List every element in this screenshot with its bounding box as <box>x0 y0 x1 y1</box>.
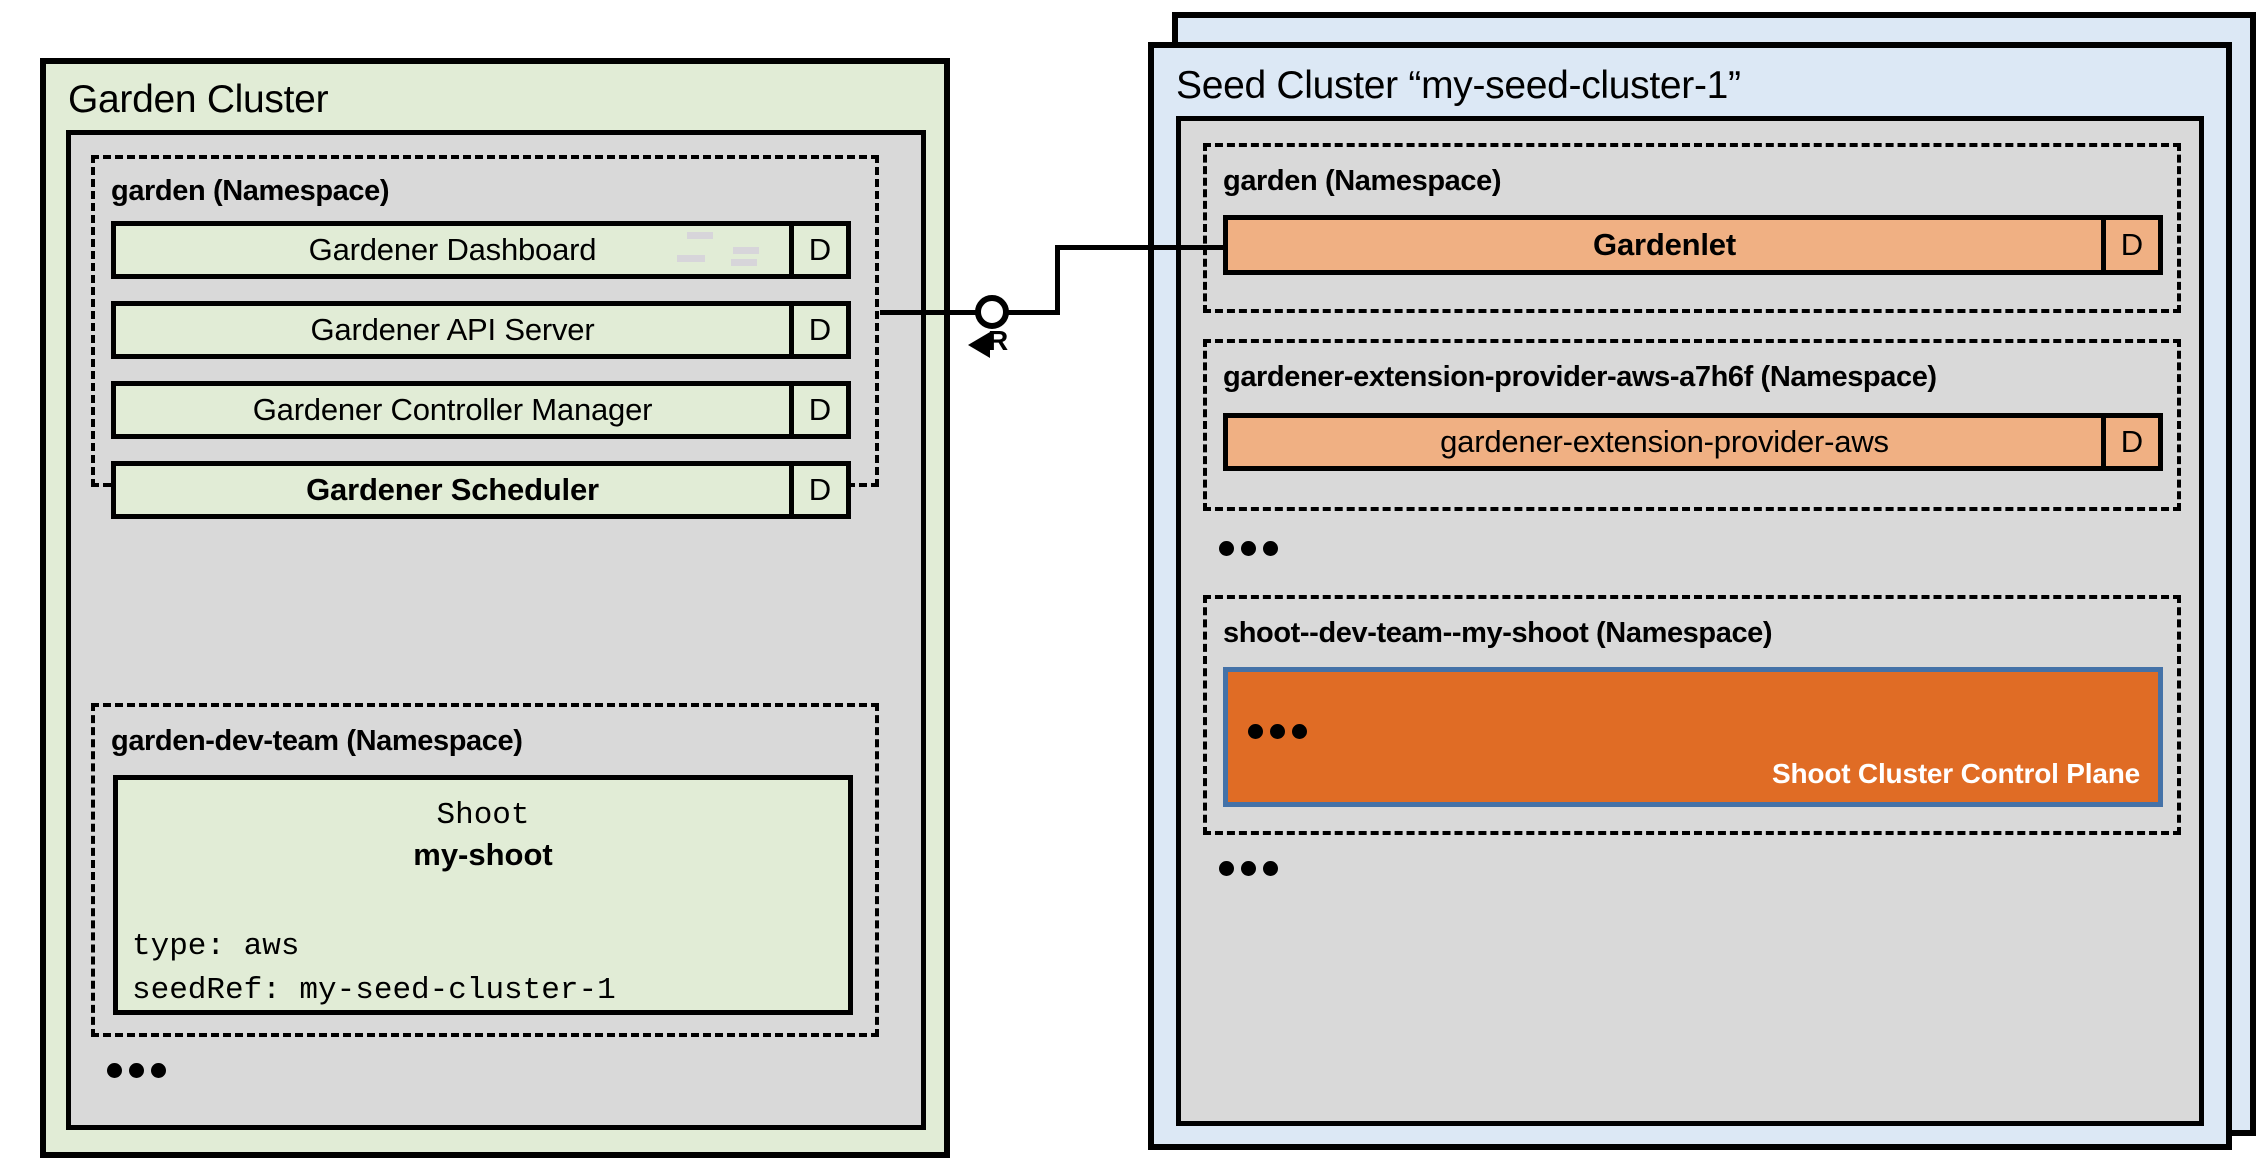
garden-namespace-garden[interactable]: garden (Namespace) Gardener Dashboard D … <box>91 155 879 519</box>
connector-socket-icon <box>975 295 1009 329</box>
shoot-kind: Shoot <box>436 798 530 833</box>
connector-label: R <box>988 325 1009 356</box>
component-gardener-extension-provider-aws-deployment-badge: D <box>2101 418 2158 466</box>
seed-more-namespaces-indicator-middle <box>1219 541 1278 556</box>
component-gardenlet-deployment-badge: D <box>2101 220 2158 270</box>
dashboard-ghost-mark-3 <box>733 247 759 254</box>
garden-cluster-title: Garden Cluster <box>68 78 329 121</box>
seed-namespace-extension-provider-aws[interactable]: gardener-extension-provider-aws-a7h6f (N… <box>1203 339 2181 511</box>
connector-segment-horizontal-left <box>880 310 1060 315</box>
component-gardener-controller-manager-label: Gardener Controller Manager <box>252 392 653 427</box>
dashboard-ghost-mark-4 <box>731 259 757 266</box>
garden-cluster[interactable]: Garden Cluster garden (Namespace) Garden… <box>40 58 950 1158</box>
shoot-spec-type: type: aws <box>132 929 300 964</box>
shoot-spec-seedref: seedRef: my-seed-cluster-1 <box>132 972 616 1008</box>
garden-namespace-dev-team[interactable]: garden-dev-team (Namespace) Shoot my-sho… <box>91 703 879 1037</box>
component-gardener-dashboard-deployment-badge: D <box>789 226 846 274</box>
component-gardener-api-server-label: Gardener API Server <box>310 312 595 347</box>
seed-cluster-gray-area: garden (Namespace) Gardenlet D gardener-… <box>1176 116 2204 1126</box>
garden-cluster-gray-area: garden (Namespace) Gardener Dashboard D … <box>66 130 926 1130</box>
component-gardener-extension-provider-aws[interactable]: gardener-extension-provider-aws D <box>1223 413 2163 471</box>
component-gardenlet-label: Gardenlet <box>1593 227 1736 262</box>
garden-namespace-garden-title: garden (Namespace) <box>111 175 390 207</box>
seed-namespace-shoot-control-plane-title: shoot--dev-team--my-shoot (Namespace) <box>1223 617 1773 649</box>
control-plane-more-indicator <box>1248 724 1307 739</box>
component-gardener-controller-manager-deployment-badge: D <box>789 386 846 434</box>
seed-cluster[interactable]: Seed Cluster “my-seed-cluster-1” garden … <box>1148 42 2232 1150</box>
dashboard-ghost-mark-2 <box>677 255 705 262</box>
shoot-cluster-control-plane-label: Shoot Cluster Control Plane <box>1772 758 2140 789</box>
seed-more-namespaces-indicator-bottom <box>1219 861 1278 876</box>
component-gardener-controller-manager[interactable]: Gardener Controller Manager D <box>111 381 851 439</box>
component-gardener-scheduler[interactable]: Gardener Scheduler D <box>111 461 851 519</box>
dashboard-ghost-mark-1 <box>687 232 713 239</box>
component-gardener-dashboard-label: Gardener Dashboard <box>116 226 789 274</box>
component-gardener-extension-provider-aws-label: gardener-extension-provider-aws <box>1440 424 1889 459</box>
shoot-cluster-control-plane[interactable]: Shoot Cluster Control Plane <box>1223 667 2163 807</box>
component-gardener-api-server[interactable]: Gardener API Server D <box>111 301 851 359</box>
garden-namespace-dev-team-title: garden-dev-team (Namespace) <box>111 725 523 757</box>
component-gardener-dashboard[interactable]: Gardener Dashboard D <box>111 221 851 279</box>
connector-segment-horizontal-right <box>1055 245 1225 250</box>
connector-segment-vertical <box>1055 245 1060 315</box>
seed-namespace-garden-title: garden (Namespace) <box>1223 165 1502 197</box>
seed-namespace-extension-provider-aws-title: gardener-extension-provider-aws-a7h6f (N… <box>1223 361 1937 393</box>
component-gardener-api-server-deployment-badge: D <box>789 306 846 354</box>
shoot-resource-card[interactable]: Shoot my-shoot type: aws seedRef: my-see… <box>113 775 853 1015</box>
component-gardenlet[interactable]: Gardenlet D <box>1223 215 2163 275</box>
component-gardener-scheduler-deployment-badge: D <box>789 466 846 514</box>
seed-cluster-title: Seed Cluster “my-seed-cluster-1” <box>1176 64 1741 107</box>
connector-arrowhead-icon <box>968 332 990 358</box>
garden-more-namespaces-indicator <box>107 1063 166 1078</box>
shoot-name: my-shoot <box>413 837 553 872</box>
seed-namespace-garden[interactable]: garden (Namespace) Gardenlet D <box>1203 143 2181 313</box>
seed-namespace-shoot-control-plane[interactable]: shoot--dev-team--my-shoot (Namespace) Sh… <box>1203 595 2181 835</box>
component-gardener-scheduler-label: Gardener Scheduler <box>306 472 599 507</box>
